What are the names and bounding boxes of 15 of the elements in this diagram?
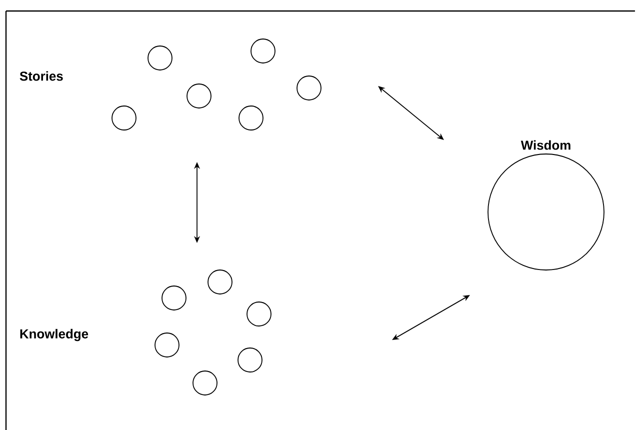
group-label: Stories <box>20 71 63 81</box>
group-label: Knowledge <box>20 328 88 342</box>
circle <box>238 106 264 130</box>
circle <box>246 302 272 326</box>
circle <box>208 270 232 294</box>
circle <box>186 84 212 108</box>
circle <box>296 76 322 100</box>
circle <box>250 38 276 64</box>
circle <box>148 46 172 70</box>
circle <box>112 106 136 130</box>
circle <box>238 348 262 372</box>
circle <box>154 332 180 358</box>
circle-with-heading: Wisdom <box>488 140 604 270</box>
circle <box>192 370 218 396</box>
circle <box>162 286 186 310</box>
